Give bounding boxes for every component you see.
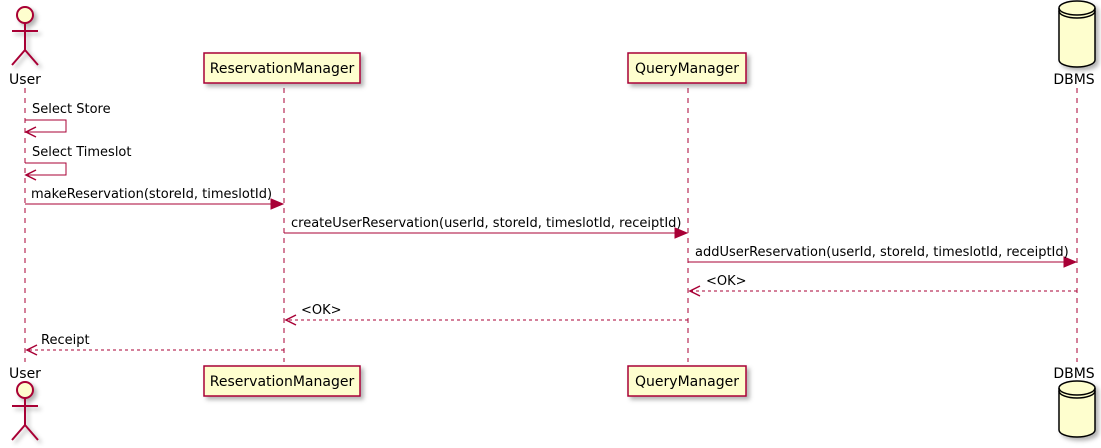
message-label: <OK>: [706, 274, 747, 289]
message-label: Select Timeslot: [32, 145, 132, 160]
participant-label-user: User: [9, 72, 41, 88]
actor-user-top: User: [9, 6, 41, 88]
message-select-timeslot: Select Timeslot: [24, 145, 132, 181]
message-label: <OK>: [301, 303, 342, 318]
arrowhead: [270, 198, 285, 210]
message-label: Receipt: [41, 333, 90, 348]
self-message-arrow: [25, 119, 67, 133]
actor-icon: [11, 6, 39, 66]
message-label: createUserReservation(userId, storeId, t…: [291, 216, 682, 231]
participant-reservation-manager-top: ReservationManager: [203, 52, 361, 84]
arrowhead: [24, 126, 37, 138]
message-ok-from-dbms: <OK>: [688, 274, 1077, 297]
message-make-reservation: makeReservation(storeId, timeslotId): [25, 187, 285, 210]
actor-user-bottom: User: [9, 366, 41, 441]
database-icon: [1058, 380, 1096, 438]
participant-label-reservation-manager: ReservationManager: [210, 61, 355, 77]
arrowhead: [674, 227, 689, 239]
participant-box: [627, 365, 747, 397]
arrowhead: [25, 344, 38, 356]
participant-label-query-manager: QueryManager: [635, 374, 739, 390]
message-select-store: Select Store: [24, 102, 111, 138]
participant-query-manager-top: QueryManager: [627, 52, 747, 84]
message-create-user-reservation: createUserReservation(userId, storeId, t…: [284, 216, 689, 239]
participant-label-dbms: DBMS: [1053, 72, 1094, 88]
messages: Select Store Select Timeslot makeReserva…: [24, 102, 1078, 356]
message-label: makeReservation(storeId, timeslotId): [31, 187, 272, 202]
database-dbms-bottom: DBMS: [1053, 366, 1096, 438]
arrowhead: [24, 169, 37, 181]
participant-reservation-manager-bottom: ReservationManager: [203, 365, 361, 397]
arrowhead: [688, 285, 701, 297]
participant-box: [203, 365, 361, 397]
message-receipt: Receipt: [25, 333, 284, 356]
arrowhead: [1063, 256, 1078, 268]
arrowhead: [284, 314, 297, 326]
participant-label-query-manager: QueryManager: [635, 61, 739, 77]
participant-label-user: User: [9, 366, 41, 382]
participant-label-dbms: DBMS: [1053, 366, 1094, 382]
participant-label-reservation-manager: ReservationManager: [210, 374, 355, 390]
message-label: Select Store: [32, 102, 111, 117]
database-dbms-top: DBMS: [1053, 0, 1096, 88]
actor-icon: [11, 381, 39, 441]
message-add-user-reservation: addUserReservation(userId, storeId, time…: [688, 245, 1078, 268]
participant-box: [203, 52, 361, 84]
self-message-arrow: [25, 162, 67, 176]
participant-query-manager-bottom: QueryManager: [627, 365, 747, 397]
message-label: addUserReservation(userId, storeId, time…: [695, 245, 1069, 260]
participant-box: [627, 52, 747, 84]
database-icon: [1058, 0, 1096, 68]
message-ok-from-query-manager: <OK>: [284, 303, 688, 326]
